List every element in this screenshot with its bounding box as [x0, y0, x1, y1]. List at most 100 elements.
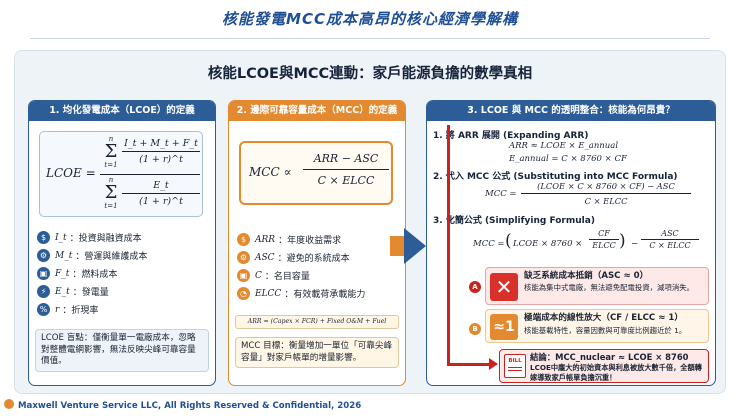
definition-text: ：發電量 — [72, 288, 109, 298]
panel-mcc-definition: 2. 邊際可靠容量成本（MCC）的定義 MCC ∝ ARR − ASC C × … — [228, 100, 406, 386]
point-a-text: 核能為集中式電廠，無法避免配電投資，減項消失。 — [524, 283, 694, 292]
definition-icon: % — [37, 303, 50, 316]
mcc-definition-list: $ARR：年度收益需求⚙ASC：避免的系統成本▣C：名目容量◔ELCC：有效載荷… — [237, 231, 401, 303]
step-1-equation-2: E_annual = C × 8760 × CF — [509, 154, 627, 164]
definition-row: ⚙ M_t：營運與維護成本 — [37, 247, 209, 264]
definition-text: ：年度收益需求 — [278, 236, 342, 246]
connector-line — [447, 125, 450, 363]
definition-row: ◔ ELCC：有效載荷承載能力 — [237, 285, 401, 302]
mcc-formula-lhs: MCC ∝ — [249, 165, 292, 179]
sum-icon: Σ — [104, 141, 118, 162]
sum-top-label: n — [108, 135, 114, 143]
definition-row: % r：折現率 — [37, 301, 209, 318]
conclusion-box: BILL 結論：MCC_nuclear ≈ LCOE × 8760 LCOE中龐… — [499, 349, 709, 383]
step-3-cf-denominator: ELCC — [592, 241, 616, 250]
point-b-badge: B — [469, 323, 481, 335]
point-b-title: 極端成本的線性放大（CF / ELCC ≈ 1） — [524, 313, 683, 323]
definition-icon: ⚡ — [37, 285, 50, 298]
definition-row: ⚡E_t：發電量 — [37, 283, 209, 300]
step-2-numerator: (LCOE × C × 8760 × CF) − ASC — [537, 181, 675, 191]
conclusion-title: 結論：MCC_nuclear ≈ LCOE × 8760 — [530, 352, 689, 362]
sum-bottom-label: t=1 — [104, 161, 118, 169]
lcoe-energy-term: E_t — [153, 180, 169, 191]
definition-text: ：燃料成本 — [72, 270, 118, 280]
approx-equal-icon: ≈1 — [490, 314, 518, 340]
sum-bottom-label-2: t=1 — [104, 202, 118, 210]
footer: Maxwell Venture Service LLC, All Rights … — [4, 399, 361, 411]
title-divider — [30, 38, 710, 39]
step-3-lhs: MCC = — [473, 239, 505, 249]
conclusion-text: LCOE中龐大的初始資本與利息被放大數千倍，全額轉嫁導致家戶帳單負擔沉重！ — [530, 363, 702, 382]
lcoe-cost-terms: I_t + M_t + F_t — [124, 138, 198, 149]
main-heading: 核能LCOE與MCC連動：家戶能源負擔的數學真相 — [207, 66, 533, 82]
definition-text: ：投資與融資成本 — [69, 234, 142, 244]
step-2-lhs: MCC = — [485, 189, 517, 199]
paren-open: ( — [505, 231, 512, 251]
definition-icon: $ — [37, 231, 50, 244]
close-icon: ✕ — [490, 273, 518, 301]
lcoe-blindspot-note: LCOE 盲點：僅衡量單一電廠成本，忽略對整體電網影響，無法反映尖峰可靠容量價值… — [35, 329, 209, 372]
lcoe-discount-factor-2: (1 + r)^t — [139, 196, 183, 207]
definition-symbol: M_t — [55, 250, 73, 261]
definition-icon: $ — [237, 233, 250, 246]
definition-icon: ▣ — [37, 267, 50, 280]
point-a-box: ✕ 缺乏系統成本抵銷（ASC ≈ 0） 核能為集中式電廠，無法避免配電投資，減項… — [485, 267, 709, 305]
paren-close: ) — [619, 231, 626, 251]
definition-symbol: F_t — [55, 268, 70, 279]
definition-text: ：折現率 — [62, 306, 99, 316]
mcc-goal-note: MCC 目標：衡量增加一單位「可靠尖峰容量」對家戶帳單的增量影響。 — [235, 337, 399, 368]
sum-icon-2: Σ — [104, 182, 118, 203]
mcc-formula-denominator: C × ELCC — [317, 174, 375, 187]
step-3-title: 3. 化簡公式 (Simplifying Formula) — [433, 216, 595, 226]
step-3-asc-numerator: ASC — [661, 229, 679, 238]
point-b-box: ≈1 極端成本的線性放大（CF / ELCC ≈ 1） 核能基載特性，容量因數與… — [485, 309, 709, 343]
gear-icon — [4, 399, 14, 409]
definition-row: ▣ F_t：燃料成本 — [37, 265, 209, 282]
step-1-equation-1: ARR ≈ LCOE × E_annual — [509, 141, 619, 151]
definition-row: ⚙ASC：避免的系統成本 — [237, 249, 401, 266]
step-1-title: 1. 將 ARR 展開 (Expanding ARR) — [433, 131, 589, 141]
flow-arrow-icon — [404, 228, 426, 264]
definition-icon: ◔ — [237, 287, 250, 300]
definition-symbol: ASC — [255, 252, 275, 263]
definition-text: ：營運與維護成本 — [75, 252, 148, 262]
connector-arrow-icon — [489, 358, 498, 370]
step-3-cf-numerator: CF — [598, 229, 610, 238]
point-b-text: 核能基載特性，容量因數與可靠度比例趨近於 1。 — [524, 326, 687, 335]
lcoe-discount-factor: (1 + r)^t — [139, 154, 183, 165]
sum-top-label-2: n — [108, 176, 114, 184]
panel-lcoe-definition: 1. 均化發電成本（LCOE）的定義 LCOE = n Σ t=1 I_t + … — [28, 100, 216, 386]
mcc-formula-box: MCC ∝ ARR − ASC C × ELCC — [239, 141, 393, 205]
lcoe-formula-box: LCOE = n Σ t=1 I_t + M_t + F_t (1 + r)^t — [39, 131, 203, 217]
definition-symbol: r — [55, 304, 60, 315]
lcoe-definition-list: $I_t：投資與融資成本 ⚙ M_t：營運與維護成本 ▣ F_t：燃料成本 ⚡E_t：發電… — [37, 229, 209, 319]
panel-lcoe-header: 1. 均化發電成本（LCOE）的定義 — [29, 101, 215, 121]
footer-text: Maxwell Venture Service LLC, All Rights … — [18, 401, 362, 411]
arr-formula: ARR = (Capex × FCR) + Fixed O&M + Fuel — [235, 315, 399, 329]
panel-integration-header: 3. LCOE 與 MCC 的透明整合：核能為何昂貴？ — [427, 101, 715, 121]
mcc-formula-numerator: ARR − ASC — [313, 152, 379, 165]
lcoe-formula-denominator: n Σ t=1 E_t (1 + r)^t — [100, 176, 200, 212]
panel-integration: 3. LCOE 與 MCC 的透明整合：核能為何昂貴？ 1. 將 ARR 展開 … — [426, 100, 716, 386]
definition-icon: ⚙ — [37, 249, 50, 262]
flow-arrow-tail — [390, 236, 406, 256]
definition-icon: ▣ — [237, 269, 250, 282]
definition-symbol: ELCC — [255, 288, 282, 299]
step-3-asc-denominator: C × ELCC — [649, 241, 691, 250]
definition-row: $I_t：投資與融資成本 — [37, 229, 209, 246]
connector-line-bottom — [447, 363, 491, 366]
definition-symbol: C — [255, 270, 262, 281]
step-2-title: 2. 代入 MCC 公式 (Substituting into MCC Form… — [433, 172, 678, 182]
definition-row: ▣C：名目容量 — [237, 267, 401, 284]
step-2-denominator: C × ELCC — [584, 196, 628, 206]
definition-text: ：有效載荷承載能力 — [284, 290, 366, 300]
panel-mcc-header: 2. 邊際可靠容量成本（MCC）的定義 — [229, 101, 405, 121]
definition-row: $ ARR：年度收益需求 — [237, 231, 401, 248]
definition-symbol: ARR — [255, 234, 276, 245]
point-a-title: 缺乏系統成本抵銷（ASC ≈ 0） — [524, 271, 649, 281]
point-a-badge: A — [469, 281, 481, 293]
slide-title: 核能發電MCC成本高昂的核心經濟學解構 — [222, 10, 518, 28]
lcoe-main-fraction-bar — [100, 174, 200, 175]
definition-text: ：避免的系統成本 — [277, 254, 350, 264]
bill-icon-label: BILL — [508, 358, 522, 364]
